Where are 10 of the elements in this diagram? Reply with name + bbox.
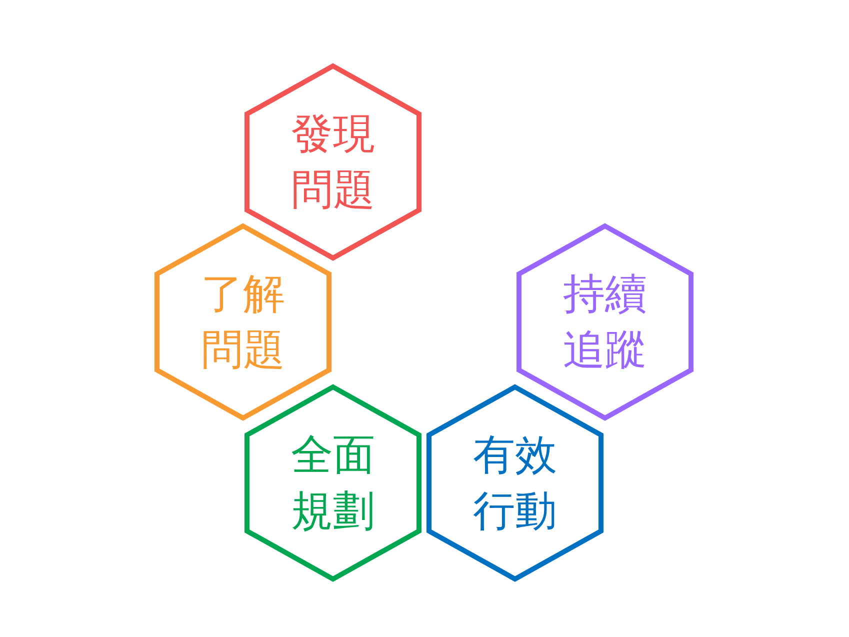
hexagon-label: 發現問題 [290,108,376,216]
hexagon-label: 了解問題 [200,268,286,376]
hexagon [425,383,605,583]
hexagon [243,383,423,583]
hexagon-label: 全面規劃 [290,429,376,537]
hexagon [153,222,333,422]
hexagon [515,222,695,422]
hexagon-label: 持續追蹤 [562,268,648,376]
hexagon [243,62,423,262]
hexagon-label: 有效行動 [472,429,558,537]
